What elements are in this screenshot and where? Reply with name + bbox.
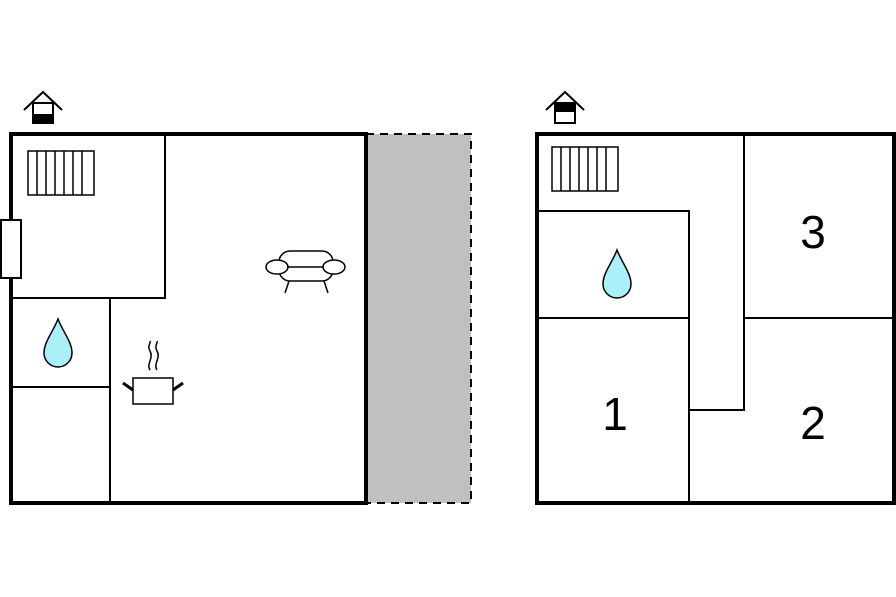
upper-inner-walls (537, 134, 894, 503)
radiator-icon (27, 150, 95, 196)
radiator-icon (551, 146, 619, 192)
ground-floor-plan (0, 90, 472, 505)
water-drop-icon (602, 247, 632, 299)
room-label-3: 3 (800, 206, 826, 258)
ground-inner-walls (11, 134, 166, 503)
floor-indicator-icon (545, 90, 585, 124)
water-drop-icon (43, 316, 73, 368)
floor-indicator-icon (23, 90, 63, 124)
room-label-2: 2 (800, 397, 826, 449)
ground-outer-wall (9, 132, 368, 505)
sofa-icon (265, 250, 346, 294)
door-icon (0, 219, 22, 279)
room-label-1: 1 (602, 388, 628, 440)
terrace-area (366, 134, 471, 503)
upper-floor-plan: 1 2 3 (535, 90, 896, 505)
cooking-pot-icon (122, 340, 184, 405)
